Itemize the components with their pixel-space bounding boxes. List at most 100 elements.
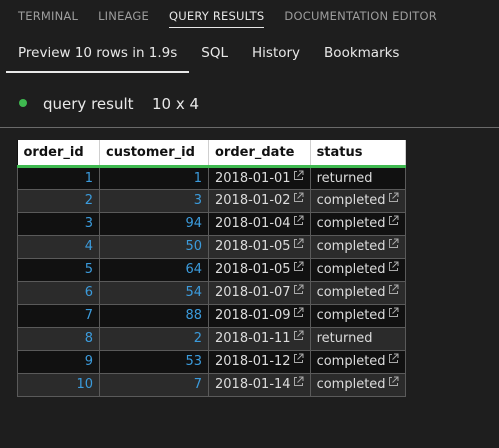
cell-order-date[interactable]: 2018-01-07 xyxy=(208,280,311,305)
open-external-icon[interactable] xyxy=(388,215,399,230)
cell-order-id[interactable]: 4 xyxy=(17,234,100,259)
cell-order-date-text: 2018-01-12 xyxy=(215,354,291,369)
cell-order-date[interactable]: 2018-01-09 xyxy=(208,303,311,328)
result-label: query result xyxy=(43,95,134,113)
cell-status[interactable]: completed xyxy=(309,280,406,305)
cell-order-date[interactable]: 2018-01-02 xyxy=(208,188,311,213)
tab-query-results[interactable]: QUERY RESULTS xyxy=(159,0,274,33)
cell-order-id[interactable]: 10 xyxy=(17,372,100,397)
table-header-row: order_id customer_id order_date status xyxy=(17,140,406,168)
open-external-icon[interactable] xyxy=(293,307,304,322)
cell-order-date-text: 2018-01-05 xyxy=(215,262,291,277)
open-external-icon[interactable] xyxy=(388,353,399,368)
cell-customer-id[interactable]: 94 xyxy=(99,211,209,236)
cell-order-date[interactable]: 2018-01-05 xyxy=(208,257,311,282)
cell-customer-id[interactable]: 2 xyxy=(99,326,209,351)
cell-status-text: completed xyxy=(316,239,386,254)
cell-customer-id[interactable]: 88 xyxy=(99,303,209,328)
open-external-icon[interactable] xyxy=(293,238,304,253)
tab-preview[interactable]: Preview 10 rows in 1.9s xyxy=(6,33,190,73)
cell-order-id[interactable]: 5 xyxy=(17,257,100,282)
tab-lineage[interactable]: LINEAGE xyxy=(88,0,159,33)
status-dot-icon xyxy=(19,99,27,107)
cell-customer-id[interactable]: 64 xyxy=(99,257,209,282)
tab-bookmarks[interactable]: Bookmarks xyxy=(312,33,411,73)
cell-status-text: returned xyxy=(316,170,373,186)
cell-status[interactable]: completed xyxy=(309,188,406,213)
open-external-icon[interactable] xyxy=(388,261,399,276)
cell-order-date[interactable]: 2018-01-04 xyxy=(208,211,311,236)
cell-status[interactable]: returned xyxy=(309,326,406,351)
open-external-icon[interactable] xyxy=(293,376,304,391)
cell-customer-id[interactable]: 3 xyxy=(99,188,209,213)
tab-history[interactable]: History xyxy=(240,33,312,73)
tab-terminal[interactable]: TERMINAL xyxy=(8,0,88,33)
column-header-customer-id[interactable]: customer_id xyxy=(99,140,209,168)
result-size: 10 x 4 xyxy=(152,95,200,113)
cell-order-date[interactable]: 2018-01-14 xyxy=(208,372,311,397)
results-sub-tab-bar: Preview 10 rows in 1.9s SQL History Book… xyxy=(0,33,499,73)
cell-customer-id[interactable]: 1 xyxy=(99,165,209,190)
open-external-icon[interactable] xyxy=(388,307,399,322)
cell-order-id[interactable]: 6 xyxy=(17,280,100,305)
cell-order-date-text: 2018-01-07 xyxy=(215,285,291,300)
cell-status[interactable]: completed xyxy=(309,234,406,259)
open-external-icon[interactable] xyxy=(293,353,304,368)
cell-customer-id[interactable]: 50 xyxy=(99,234,209,259)
cell-order-id[interactable]: 8 xyxy=(17,326,100,351)
cell-order-date-text: 2018-01-11 xyxy=(215,331,291,346)
cell-status[interactable]: completed xyxy=(309,372,406,397)
cell-status[interactable]: completed xyxy=(309,303,406,328)
cell-order-date[interactable]: 2018-01-05 xyxy=(208,234,311,259)
open-external-icon[interactable] xyxy=(293,261,304,276)
cell-status-text: completed xyxy=(316,377,386,392)
cell-status-text: completed xyxy=(316,354,386,369)
cell-order-date[interactable]: 2018-01-12 xyxy=(208,349,311,374)
open-external-icon[interactable] xyxy=(388,284,399,299)
cell-status-text: returned xyxy=(316,331,373,346)
cell-order-date-text: 2018-01-05 xyxy=(215,239,291,254)
open-external-icon[interactable] xyxy=(388,192,399,207)
tab-sql-label: SQL xyxy=(201,45,229,61)
cell-order-id[interactable]: 1 xyxy=(17,165,100,190)
cell-status-text: completed xyxy=(316,216,386,231)
cell-customer-id[interactable]: 53 xyxy=(99,349,209,374)
cell-status[interactable]: completed xyxy=(309,257,406,282)
cell-order-date-text: 2018-01-14 xyxy=(215,377,291,392)
tab-sql[interactable]: SQL xyxy=(189,33,240,73)
cell-customer-id[interactable]: 54 xyxy=(99,280,209,305)
cell-status[interactable]: completed xyxy=(309,349,406,374)
open-external-icon[interactable] xyxy=(293,170,304,185)
tab-documentation-editor[interactable]: DOCUMENTATION EDITOR xyxy=(274,0,447,33)
cell-order-id[interactable]: 7 xyxy=(17,303,100,328)
column-header-order-date[interactable]: order_date xyxy=(208,140,311,168)
panel-tab-bar: TERMINAL LINEAGE QUERY RESULTS DOCUMENTA… xyxy=(0,0,499,33)
cell-order-date[interactable]: 2018-01-01 xyxy=(208,165,311,190)
results-table: order_id customer_id order_date status 1… xyxy=(17,140,406,397)
cell-order-date[interactable]: 2018-01-11 xyxy=(208,326,311,351)
cell-status[interactable]: returned xyxy=(309,165,406,190)
cell-order-id[interactable]: 3 xyxy=(17,211,100,236)
cell-status[interactable]: completed xyxy=(309,211,406,236)
open-external-icon[interactable] xyxy=(293,215,304,230)
cell-order-id[interactable]: 2 xyxy=(17,188,100,213)
open-external-icon[interactable] xyxy=(388,238,399,253)
cell-status-text: completed xyxy=(316,193,386,208)
tab-bookmarks-label: Bookmarks xyxy=(324,45,400,61)
cell-order-id[interactable]: 9 xyxy=(17,349,100,374)
open-external-icon[interactable] xyxy=(293,284,304,299)
column-header-order-id[interactable]: order_id xyxy=(17,140,100,168)
open-external-icon[interactable] xyxy=(388,376,399,391)
cell-customer-id[interactable]: 7 xyxy=(99,372,209,397)
tab-documentation-editor-label: DOCUMENTATION EDITOR xyxy=(284,9,437,23)
open-external-icon[interactable] xyxy=(293,330,304,345)
column-header-status[interactable]: status xyxy=(310,140,406,168)
open-external-icon[interactable] xyxy=(293,192,304,207)
